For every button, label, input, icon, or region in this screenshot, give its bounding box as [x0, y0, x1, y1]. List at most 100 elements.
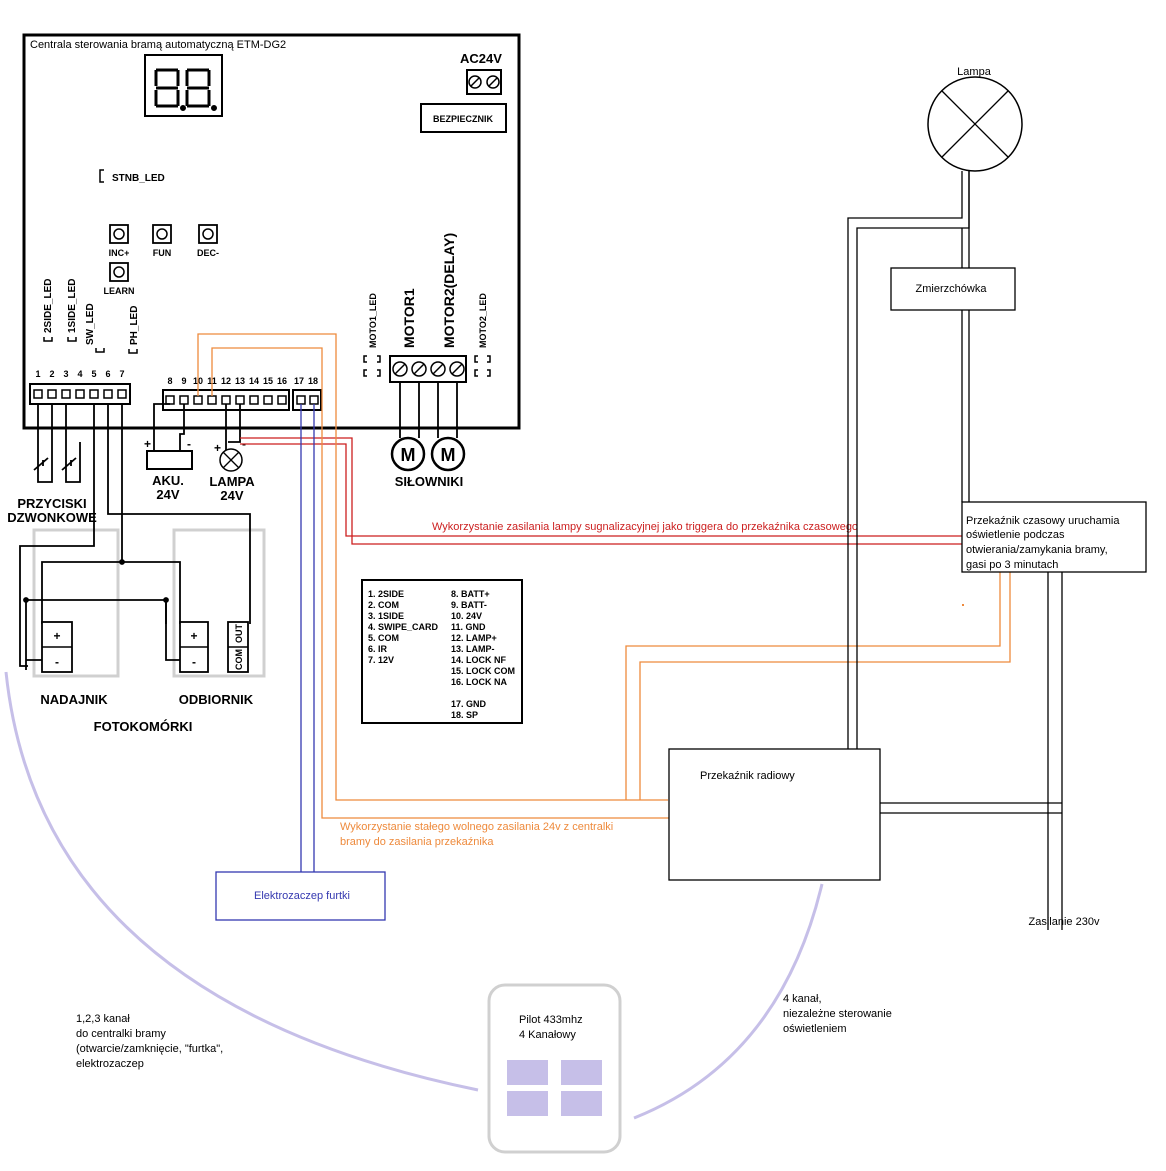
- battery-plus: +: [144, 437, 151, 451]
- doorbell-label-1: PRZYCISKI: [17, 496, 86, 511]
- main-lamp-label: Lampa: [957, 66, 992, 78]
- terminal-num-7: 7: [119, 369, 124, 379]
- battery-symbol: [146, 450, 193, 470]
- led-ph-label: PH_LED: [129, 306, 140, 345]
- led-1side-label: 1SIDE_LED: [67, 279, 78, 333]
- terminal-num-12: 12: [221, 376, 231, 386]
- terminal-legend: 1. 2SIDE 2. COM 3. 1SIDE 4. SWIPE_CARD 5…: [368, 589, 515, 720]
- radio-relay-box: [668, 748, 881, 881]
- terminal-num-4: 4: [77, 369, 82, 379]
- electric-lock-label: Elektrozaczep furtki: [254, 890, 350, 902]
- timer-relay-box: [961, 501, 1147, 573]
- orange-supply-wires: [197, 333, 1011, 819]
- remote-wireless-links: [4, 671, 824, 1120]
- legend-right-18: 18. SP: [451, 710, 478, 720]
- dec-button[interactable]: [198, 224, 218, 244]
- doorbell-label-2: DZWONKOWE: [7, 510, 97, 525]
- motor1-label: MOTOR1: [401, 288, 417, 348]
- transmitter-minus: -: [55, 655, 59, 669]
- led-ph-icon: [128, 349, 138, 354]
- orange-dot: [962, 604, 964, 606]
- led-moto2-label: MOTO2_LED: [478, 293, 488, 348]
- channels-123-line-4: elektrozaczep: [76, 1058, 144, 1070]
- dec-label: DEC-: [197, 248, 219, 258]
- channels-123-line-3: (otwarcie/zamknięcie, "furtka",: [76, 1043, 223, 1055]
- fun-label: FUN: [153, 248, 172, 258]
- legend-left-4: 4. SWIPE_CARD: [368, 622, 439, 632]
- receiver-label: ODBIORNIK: [179, 692, 254, 707]
- legend-right-10: 10. 24V: [451, 611, 482, 621]
- terminal-num-6: 6: [105, 369, 110, 379]
- timer-relay-line-1: Przekaźnik czasowy uruchamia: [966, 515, 1120, 527]
- led-moto1-icon: [363, 355, 381, 377]
- mains-label: Zasilanie 230v: [1029, 916, 1100, 928]
- led-sw-label: SW_LED: [85, 303, 96, 345]
- receiver-out: OUT: [234, 624, 244, 644]
- terminal-block-1-7: [29, 383, 131, 405]
- radio-relay-label: Przekaźnik radiowy: [700, 770, 795, 782]
- terminal-num-14: 14: [249, 376, 259, 386]
- motor1-symbol: M: [401, 445, 416, 465]
- transmitter-label: NADAJNIK: [40, 692, 108, 707]
- right-side-wiring: [847, 171, 1063, 930]
- led-2side-icon: [43, 337, 53, 342]
- remote-button-1[interactable]: [507, 1060, 548, 1085]
- legend-right-16: 16. LOCK NA: [451, 677, 508, 687]
- legend-left-6: 6. IR: [368, 644, 388, 654]
- photocells-label: FOTOKOMÓRKI: [94, 719, 193, 734]
- legend-right-8: 8. BATT+: [451, 589, 490, 599]
- terminal-legend-box: [361, 579, 523, 724]
- timer-relay-line-2: oświetlenie podczas: [966, 529, 1065, 541]
- inc-button[interactable]: [109, 224, 129, 244]
- terminal-num-2: 2: [49, 369, 54, 379]
- controller-title: Centrala sterowania bramą automatyczną E…: [30, 39, 286, 51]
- motor-terminal-block: [389, 355, 467, 383]
- ac24v-terminal: [466, 69, 502, 95]
- legend-right-14: 14. LOCK NF: [451, 655, 507, 665]
- motor1-icon: [390, 436, 426, 472]
- legend-right-15: 15. LOCK COM: [451, 666, 515, 676]
- dusk-sensor-label: Zmierzchówka: [916, 283, 988, 295]
- seven-segment-display: [144, 54, 223, 117]
- led-moto1-label: MOTO1_LED: [368, 293, 378, 348]
- electric-lock-box: [215, 871, 386, 921]
- channels-123-line-1: 1,2,3 kanał: [76, 1013, 130, 1025]
- legend-right-17: 17. GND: [451, 699, 487, 709]
- terminal-num-13: 13: [235, 376, 245, 386]
- legend-left-2: 2. COM: [368, 600, 399, 610]
- remote-button-3[interactable]: [507, 1091, 548, 1116]
- transmitter-plus: +: [53, 629, 60, 643]
- channel-4-line-3: oświetleniem: [783, 1023, 847, 1035]
- lamp-24v-label-1: LAMPA: [209, 474, 255, 489]
- channel-4-line-1: 4 kanał,: [783, 993, 822, 1005]
- receiver-terminal: [179, 621, 249, 673]
- fuse-label: BEZPIECZNIK: [433, 114, 494, 124]
- legend-left-5: 5. COM: [368, 633, 399, 643]
- terminal-num-5: 5: [91, 369, 96, 379]
- legend-left-1: 1. 2SIDE: [368, 589, 404, 599]
- doorbell-wiring: [33, 404, 81, 483]
- fun-button[interactable]: [152, 224, 172, 244]
- legend-left-7: 7. 12V: [368, 655, 394, 665]
- learn-button[interactable]: [109, 262, 129, 282]
- lamp-24v-plus: +: [214, 441, 221, 455]
- remote-button-4[interactable]: [561, 1091, 602, 1116]
- orange-note-2: bramy do zasilania przekaźnika: [340, 836, 494, 848]
- led-moto2-icon: [474, 355, 491, 377]
- remote-label-1: Pilot 433mhz: [519, 1014, 583, 1026]
- motor2-symbol: M: [441, 445, 456, 465]
- fuse-box: [420, 103, 507, 133]
- red-note: Wykorzystanie zasilania lampy sugnalizac…: [432, 521, 858, 533]
- remote-button-2[interactable]: [561, 1060, 602, 1085]
- receiver-plus: +: [190, 629, 197, 643]
- ac24v-label: AC24V: [460, 51, 502, 66]
- terminal-num-3: 3: [63, 369, 68, 379]
- legend-right-9: 9. BATT-: [451, 600, 487, 610]
- battery-minus: -: [187, 437, 191, 451]
- red-trigger-wires: [240, 437, 962, 545]
- terminal-num-16: 16: [277, 376, 287, 386]
- transmitter-box: [32, 528, 120, 678]
- timer-relay-line-3: otwierania/zamykania bramy,: [966, 544, 1108, 556]
- receiver-com: COM: [234, 649, 244, 670]
